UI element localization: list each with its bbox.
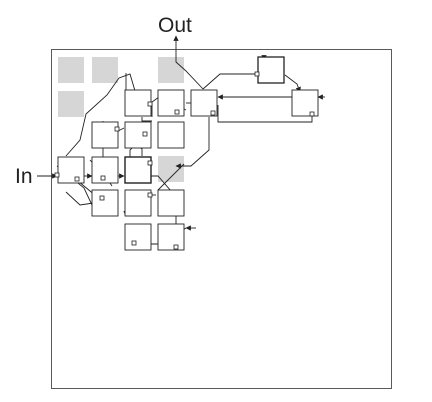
wire [157,163,185,191]
output-wire [173,35,204,90]
block [57,156,85,184]
pin [99,195,105,201]
pin [309,111,315,117]
pin [147,160,153,166]
shaded-cell [158,156,184,182]
block [157,89,185,117]
pin [173,244,179,250]
block [124,156,152,184]
block [91,121,119,149]
pin [54,172,60,178]
block [124,223,152,251]
wires [37,35,325,249]
block [157,189,185,217]
block [257,56,285,84]
wire [284,74,301,93]
pin [131,240,137,246]
output-label: Out [158,14,192,37]
pin [254,71,260,77]
shaded-cell [158,57,184,83]
layout-frame [51,49,392,389]
block [91,189,119,217]
shaded-cells [58,57,184,182]
shaded-cell [58,57,84,83]
input-label: In [15,165,33,188]
pin [210,110,216,116]
wire [65,73,138,157]
wire [202,73,258,90]
block [124,189,152,217]
pin [100,175,106,181]
block [124,89,152,117]
pin [114,126,120,132]
shaded-cell [92,57,118,83]
wire [141,117,152,122]
pin [174,109,180,115]
pin [74,176,80,182]
shaded-cell [58,91,84,117]
wire [217,105,313,123]
pin [147,192,153,198]
block [157,121,185,149]
block [157,223,185,251]
pin [147,101,153,107]
blocks [57,56,319,251]
wire [175,117,210,169]
pin [142,131,148,137]
pins [54,71,315,250]
